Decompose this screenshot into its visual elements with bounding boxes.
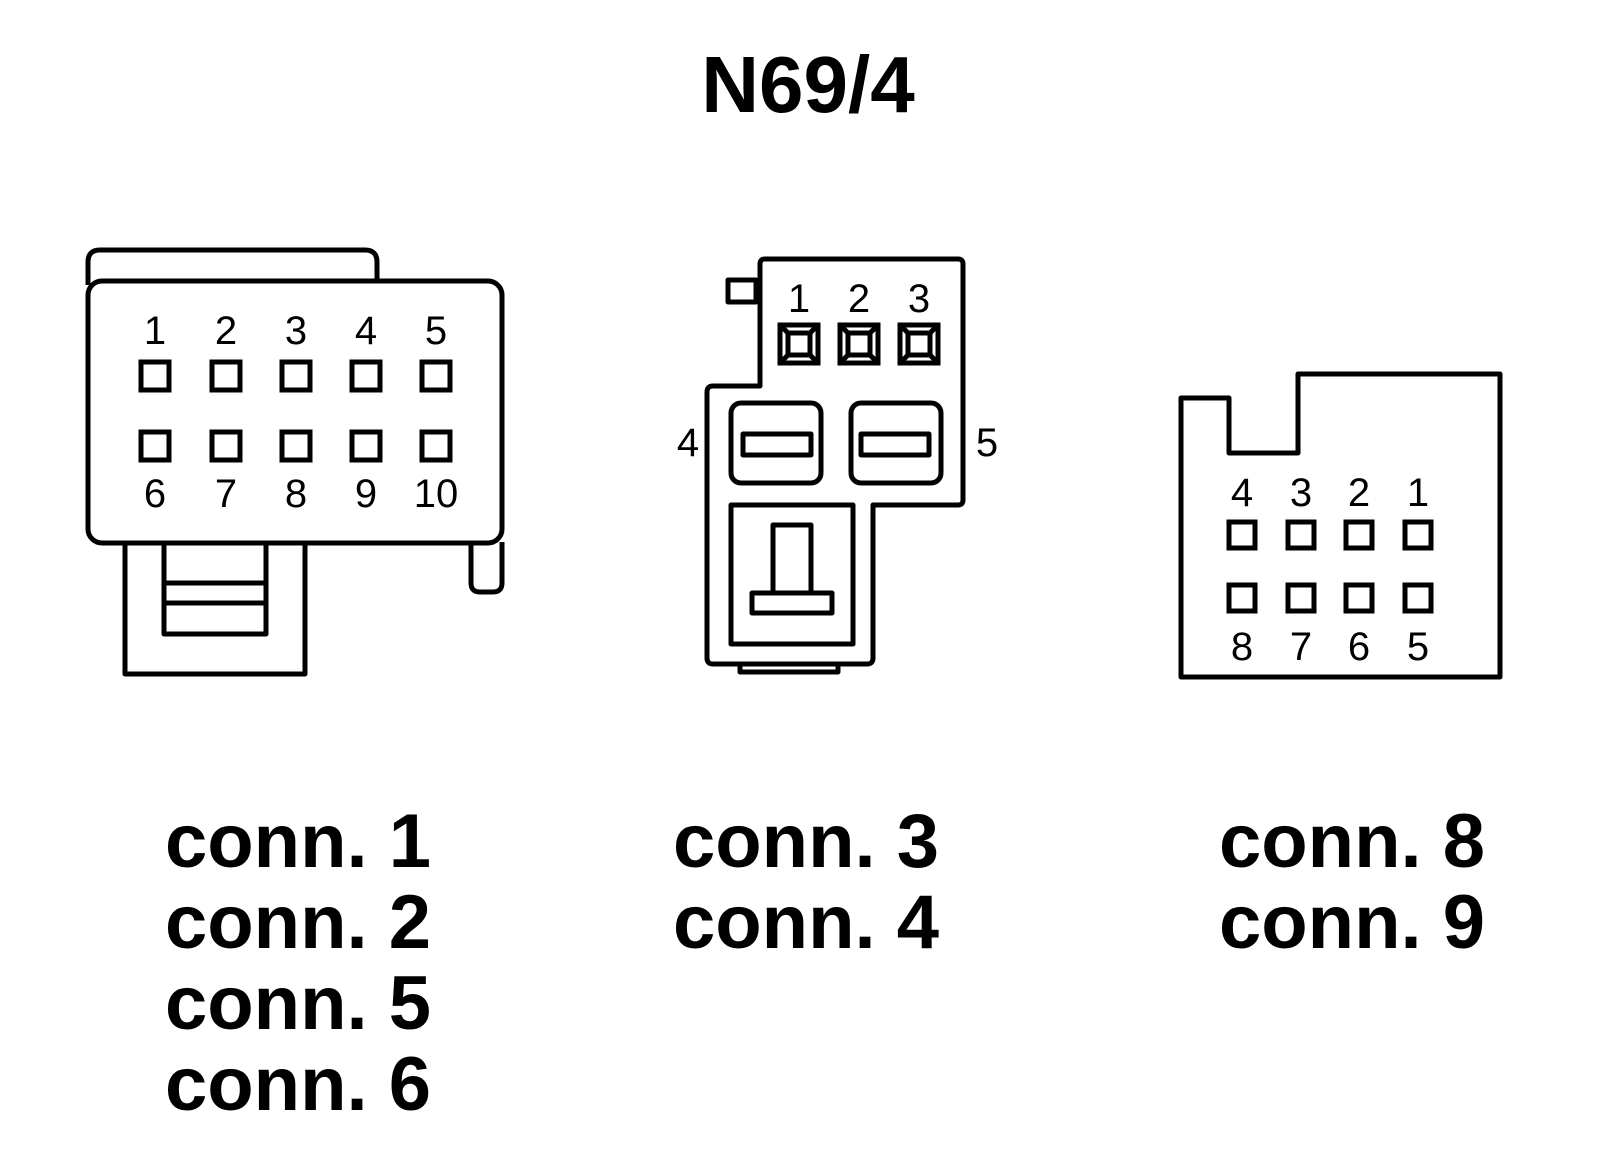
pin-label: 3	[1290, 471, 1312, 515]
connector-a-latch-inner	[161, 539, 269, 637]
pin-label: 1	[144, 309, 166, 353]
pin-label: 10	[414, 472, 459, 516]
pin-socket	[1402, 519, 1434, 551]
connector-c-body	[1178, 371, 1503, 680]
connector-b-large-socket	[728, 400, 824, 486]
connector-label: conn. 4	[673, 880, 939, 965]
pin-socket	[1285, 582, 1317, 614]
pin-label: 5	[425, 309, 447, 353]
connector-b-large-socket	[848, 400, 944, 486]
pin-label: 3	[908, 277, 930, 321]
pin-socket	[1343, 582, 1375, 614]
pin-socket	[279, 359, 313, 393]
connector-label: conn. 6	[165, 1042, 431, 1127]
connector-b-pin	[837, 322, 881, 366]
connector-label: conn. 5	[165, 961, 431, 1046]
pin-label: 4	[677, 421, 699, 465]
pin-label: 8	[1231, 625, 1253, 669]
pin-socket	[419, 429, 453, 463]
connector-b: 1 2 3 4 5	[677, 256, 998, 675]
pin-label: 4	[355, 309, 377, 353]
connector-b-key-tab	[725, 277, 759, 305]
pin-socket	[1285, 519, 1317, 551]
pin-label: 1	[1407, 471, 1429, 515]
pin-label: 2	[215, 309, 237, 353]
connector-label: conn. 8	[1219, 799, 1485, 884]
pin-socket	[1343, 519, 1375, 551]
connector-b-latch-bar	[749, 590, 835, 616]
pin-socket	[138, 429, 172, 463]
connector-label: conn. 9	[1219, 880, 1485, 965]
pin-label: 1	[788, 277, 810, 321]
connector-a-back-tab	[85, 247, 380, 285]
pin-socket	[1402, 582, 1434, 614]
connector-a-body	[85, 278, 505, 546]
pin-label: 3	[285, 309, 307, 353]
connector-b-blade-slot	[740, 431, 814, 458]
pin-socket	[209, 429, 243, 463]
connector-c: 4 3 2 1 8 7 6 5	[1178, 371, 1503, 680]
pin-label: 6	[144, 472, 166, 516]
connector-a-latch-outer	[122, 539, 308, 677]
connector-b-blade-slot	[858, 431, 932, 458]
pin-label: 9	[355, 472, 377, 516]
pin-socket	[1226, 582, 1258, 614]
pin-label: 2	[1348, 471, 1370, 515]
connector-label: conn. 2	[165, 880, 431, 965]
pin-socket	[349, 359, 383, 393]
connector-b-pin	[897, 322, 941, 366]
pin-socket	[349, 429, 383, 463]
connector-label: conn. 3	[673, 799, 939, 884]
pin-label: 2	[848, 277, 870, 321]
connector-b-latch	[728, 502, 856, 647]
pin-socket	[1226, 519, 1258, 551]
connector-b-pin	[777, 322, 821, 366]
connector-label: conn. 1	[165, 799, 431, 884]
connector-a-side-tab	[468, 542, 505, 595]
pin-label: 4	[1231, 471, 1253, 515]
pin-label: 7	[1290, 625, 1312, 669]
connector-b-bottom-ridge	[737, 664, 841, 675]
pin-label: 7	[215, 472, 237, 516]
pin-socket	[209, 359, 243, 393]
pin-label: 6	[1348, 625, 1370, 669]
pin-label: 5	[976, 421, 998, 465]
pin-label: 5	[1407, 625, 1429, 669]
pin-socket	[419, 359, 453, 393]
pin-socket	[138, 359, 172, 393]
pin-label: 8	[285, 472, 307, 516]
diagram-title: N69/4	[701, 40, 915, 129]
pin-socket	[279, 429, 313, 463]
connector-a: 1 2 3 4 5 6 7 8 9 10	[85, 247, 505, 677]
